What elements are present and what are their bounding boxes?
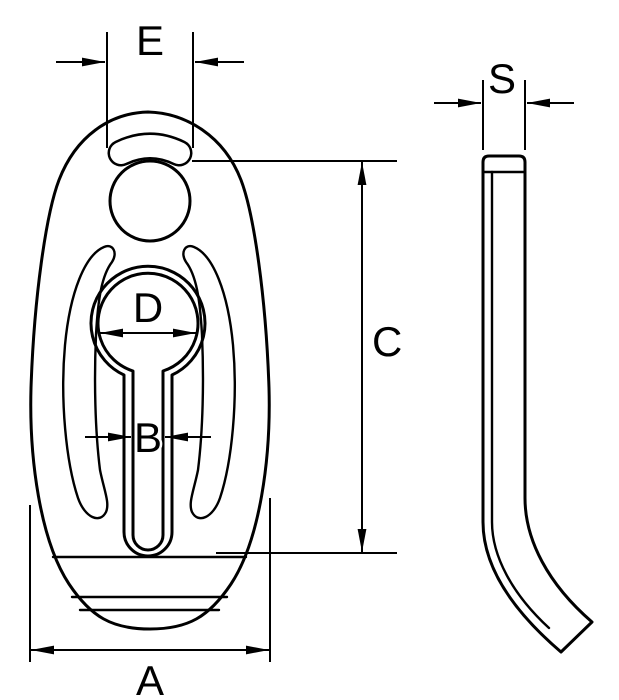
dim-label-e: E	[136, 17, 164, 64]
dimension-E: E	[56, 15, 244, 148]
dim-label-b: B	[134, 414, 162, 461]
left-rib-contour	[62, 244, 116, 520]
side-profile-outline	[481, 154, 594, 654]
side-inner-edge-line	[490, 170, 551, 630]
top-hole	[108, 159, 192, 243]
right-rib-contour	[182, 244, 236, 520]
dimension-S: S	[434, 53, 574, 150]
dim-label-s: S	[488, 55, 516, 102]
dimension-C: C	[192, 160, 405, 554]
dim-label-c: C	[372, 318, 402, 365]
dim-label-a: A	[136, 657, 164, 700]
dimension-A: A	[29, 498, 271, 700]
side-view	[481, 154, 594, 654]
keyhole-boss-contour	[89, 264, 207, 558]
keyhole-opening	[96, 271, 200, 552]
front-body-outline	[29, 110, 271, 631]
front-view	[29, 110, 271, 631]
dimension-D: D	[100, 282, 196, 338]
top-slot	[107, 132, 193, 167]
dimension-B: B	[85, 412, 211, 464]
top-slot-cavity	[110, 135, 190, 164]
dim-label-d: D	[133, 284, 163, 331]
